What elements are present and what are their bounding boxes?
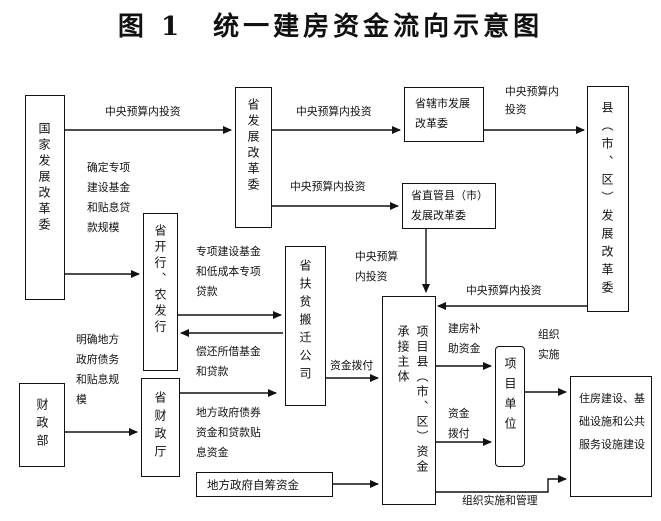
label-organize-manage: 组织实施和管理	[462, 494, 538, 507]
node-project-unit: 项目单位	[495, 346, 525, 467]
node-city-dev-label: 省辖市发展改革委	[415, 97, 470, 130]
node-prov-finance: 省财政厅	[141, 378, 180, 477]
node-prov-finance-label: 省财政厅	[153, 391, 167, 463]
label-clarify-debt: 明确地方政府债务和贴息规模	[76, 333, 120, 406]
node-prov-poverty: 省扶贫搬迁公司	[285, 246, 326, 406]
label-organize-impl: 组织实施	[538, 328, 560, 361]
arrow-entity-to-construction	[436, 475, 567, 493]
label-special-fund: 专项建设基金和低成本专项贷款	[196, 245, 261, 298]
node-county-entity: 项目县（市、区）资金承接主体	[382, 296, 436, 505]
node-prov-poverty-label: 省扶贫搬迁公司	[298, 259, 312, 385]
label-central-invest-4: 中央预算内投资	[290, 180, 366, 193]
node-local-funds-label: 地方政府自筹资金	[207, 478, 299, 492]
label-central-invest-5: 中央预算内投资	[355, 250, 399, 283]
label-central-invest-6: 中央预算内投资	[466, 284, 542, 297]
node-county-dev-small-label: 省直管县（市）发展改革委	[411, 189, 488, 222]
node-construction: 住房建设、基础设施和公共服务设施建设	[570, 376, 652, 497]
node-ndrc-label: 国家发展改革委	[37, 122, 51, 234]
node-prov-dev-label: 省发展改革委	[246, 98, 260, 194]
label-build-subsidy: 建房补助资金	[448, 322, 481, 355]
node-prov-bank: 省开行、农发行	[143, 213, 178, 371]
label-central-invest-3: 中央预算内投资	[505, 85, 559, 116]
label-central-invest-2: 中央预算内投资	[296, 105, 372, 118]
node-county-dev-label: 县（市、区）发展改革委	[600, 101, 614, 299]
label-fund-disburse: 资金拨付	[330, 359, 374, 372]
node-project-unit-label: 项目单位	[503, 357, 517, 437]
node-prov-dev: 省发展改革委	[235, 87, 272, 228]
label-repay-loan: 偿还所借基金和贷款	[196, 345, 261, 378]
node-county-dev-small: 省直管县（市）发展改革委	[402, 183, 496, 229]
node-county-dev: 县（市、区）发展改革委	[587, 86, 629, 312]
node-city-dev: 省辖市发展改革委	[404, 87, 484, 142]
label-fund-disburse-2: 资金拨付	[448, 407, 470, 440]
node-construction-label: 住房建设、基础设施和公共服务设施建设	[579, 392, 645, 451]
node-finance-ministry-label: 财政部	[35, 398, 49, 452]
label-central-invest-1: 中央预算内投资	[105, 105, 181, 118]
node-finance-ministry: 财政部	[19, 383, 65, 467]
node-county-entity-label: 项目县（市、区）资金承接主体	[396, 325, 429, 475]
node-prov-bank-label: 省开行、农发行	[153, 224, 167, 336]
label-local-bond: 地方政府债券资金和贷款贴息资金	[196, 406, 261, 459]
node-ndrc: 国家发展改革委	[25, 95, 65, 300]
label-determine-scale: 确定专项建设基金和贴息贷款规模	[87, 161, 131, 234]
node-local-funds: 地方政府自筹资金	[196, 472, 333, 497]
figure-title: 图 1 统一建房资金流向示意图	[117, 12, 544, 42]
